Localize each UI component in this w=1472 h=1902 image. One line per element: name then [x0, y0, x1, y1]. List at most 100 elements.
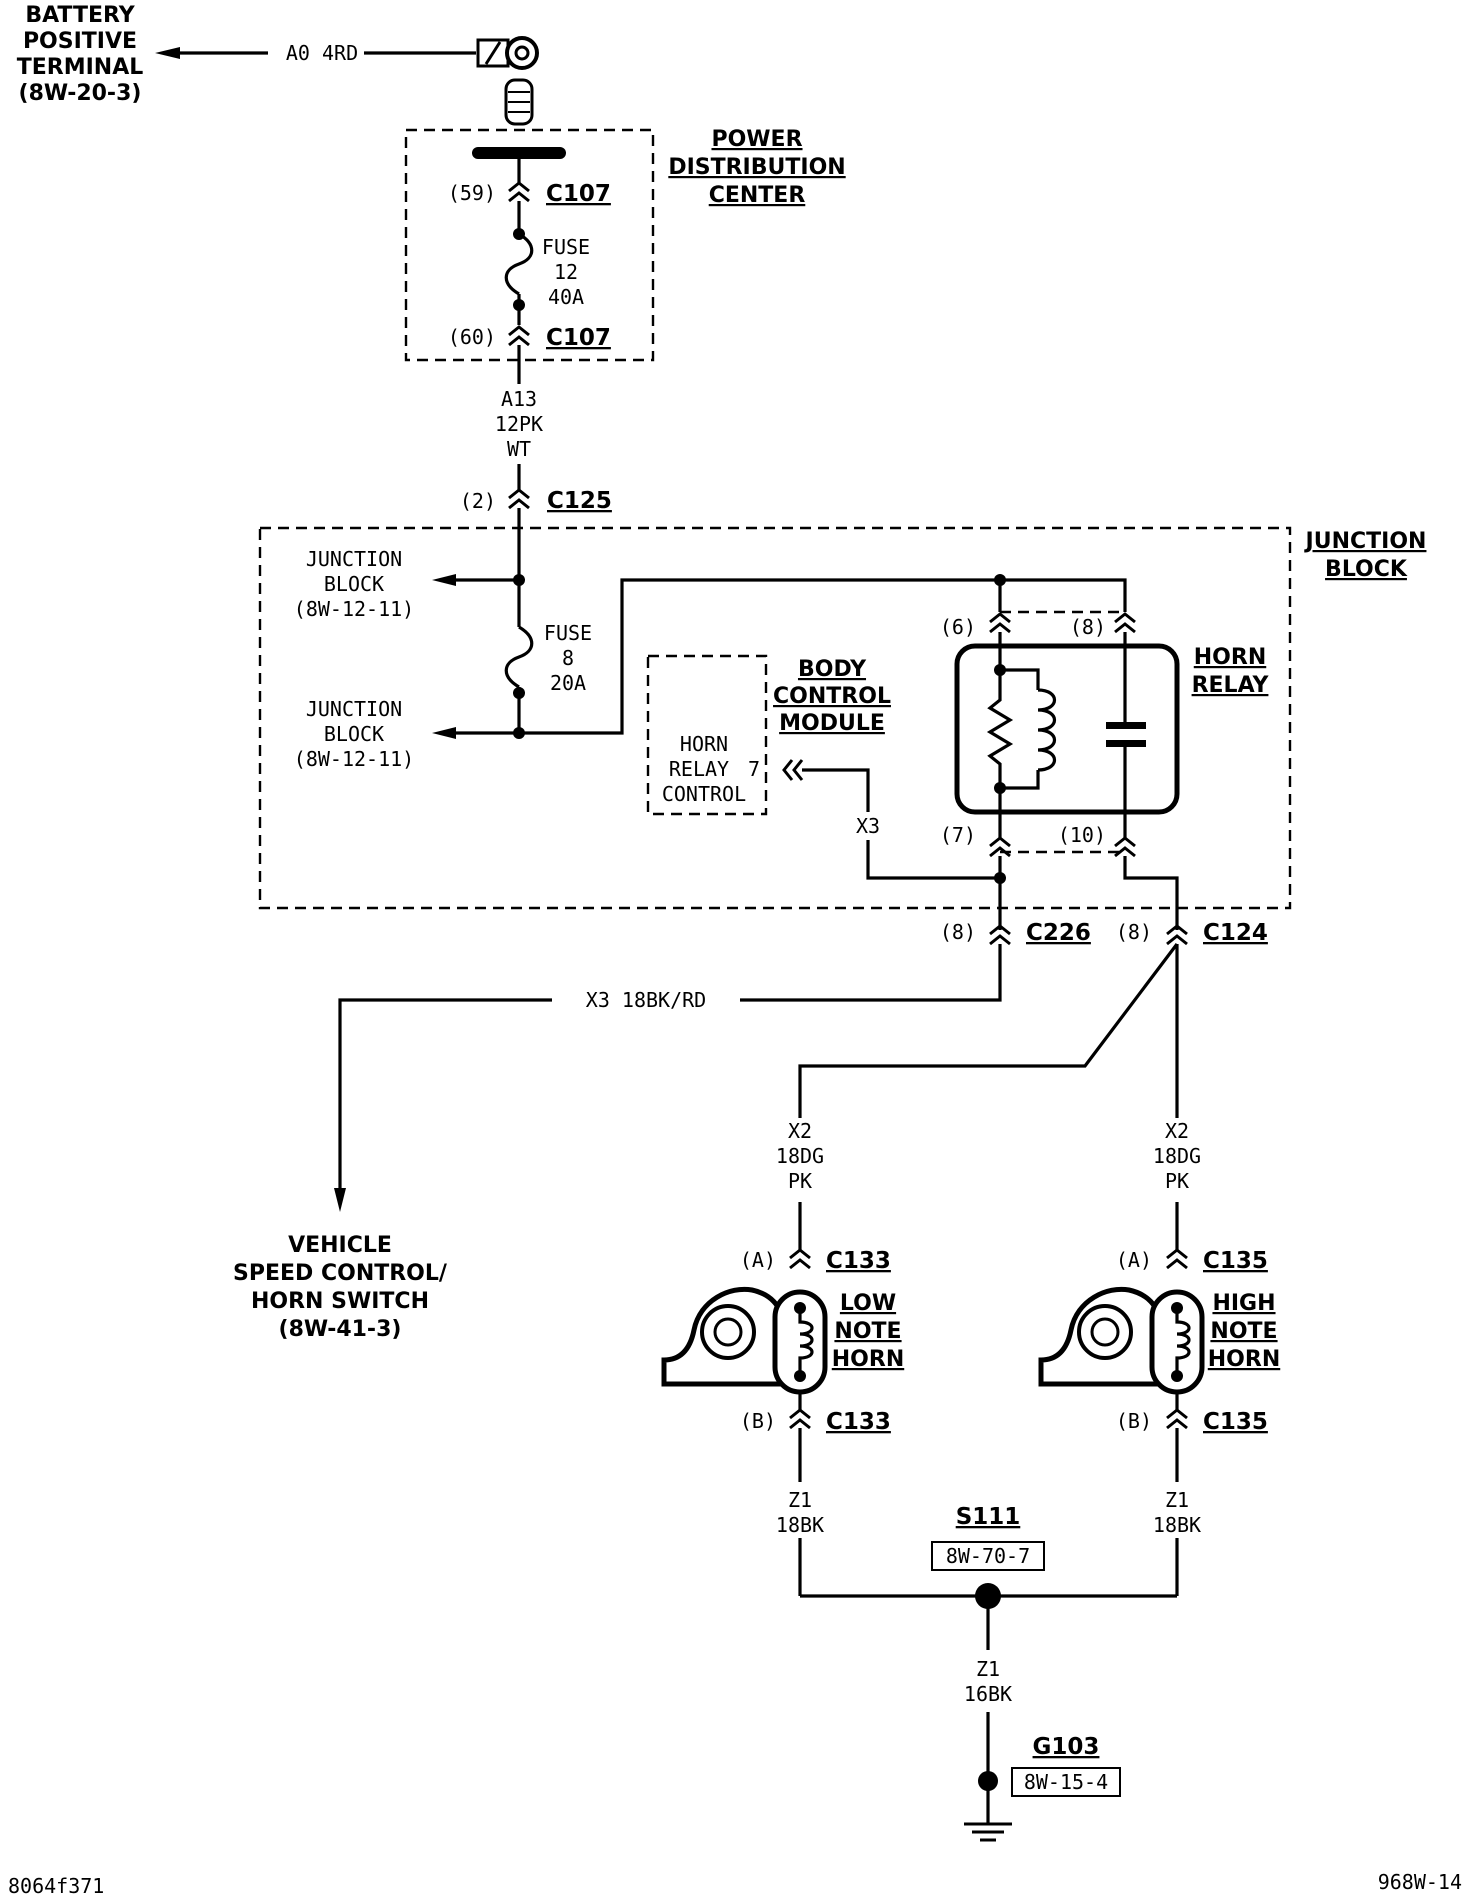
high-horn-pin-a: (A): [1116, 1248, 1152, 1272]
low-horn-title-line3: HORN: [832, 1347, 904, 1372]
jb-ref-bottom-line2: BLOCK: [324, 722, 384, 746]
bcm-title-line1: BODY: [798, 657, 867, 682]
pdc-pin-59: (59): [448, 181, 496, 205]
bcm-box: [646, 654, 768, 816]
jb-ref-top-line2: BLOCK: [324, 572, 384, 596]
pdc-pin-60: (60): [448, 325, 496, 349]
fuse-8-icon: [504, 625, 534, 689]
c124-pin: (8): [1116, 920, 1152, 944]
fuse-8-rating: 20A: [550, 671, 586, 695]
wire-a13-gauge: 12PK: [495, 412, 543, 436]
battery-arrow-icon: [155, 47, 180, 59]
speed-control-horn-switch: VEHICLE SPEED CONTROL/ HORN SWITCH (8W-4…: [233, 1233, 448, 1342]
c124: C124: [1203, 920, 1268, 946]
fuse-12-number: 12: [554, 260, 578, 284]
ground-ref-box: [1011, 1767, 1121, 1797]
high-horn-ground-gauge: 18BK: [1153, 1513, 1201, 1537]
battery-positive-terminal: BATTERY POSITIVE TERMINAL (8W-20-3): [17, 3, 144, 106]
fuse-8-number: 8: [562, 646, 574, 670]
horn-relay-title-line1: HORN: [1194, 645, 1266, 670]
low-horn-ground-circuit: Z1: [788, 1488, 812, 1512]
relay-pin-7: (7): [940, 823, 976, 847]
c107-top: C107: [546, 181, 611, 207]
horn-relay-icon: [954, 643, 1180, 815]
battery-label-line1: BATTERY: [25, 3, 135, 28]
low-horn-pin-b: (B): [740, 1409, 776, 1433]
wire-a13-tracer: WT: [507, 437, 531, 461]
bcm-text-line3: CONTROL: [662, 782, 746, 806]
c226: C226: [1026, 920, 1091, 946]
relay-contact-icon: [1106, 722, 1146, 729]
fuse-12-label: FUSE: [542, 235, 590, 259]
c125: C125: [547, 488, 612, 514]
low-horn-title-line1: LOW: [840, 1291, 896, 1316]
bcm-title-line3: MODULE: [779, 711, 885, 736]
pdc-label-line3: CENTER: [709, 183, 806, 208]
speed-control-line3: HORN SWITCH: [251, 1289, 429, 1314]
low-horn-pin-a: (A): [740, 1248, 776, 1272]
speed-control-arrow-icon: [334, 1188, 346, 1212]
relay-pin-6: (6): [940, 615, 976, 639]
speed-control-line1: VEHICLE: [288, 1233, 392, 1258]
ground-ref: 8W-15-4: [1024, 1770, 1108, 1794]
fuse-12-icon: [504, 232, 534, 296]
c135-bottom: C135: [1203, 1409, 1268, 1435]
high-horn-title-line3: HORN: [1208, 1347, 1280, 1372]
low-horn-wire-circuit: X2: [788, 1119, 812, 1143]
fuse-8-label: FUSE: [544, 621, 592, 645]
wire-x3-internal: X3: [856, 814, 880, 838]
ground-icon: [964, 1822, 1012, 1842]
battery-label-line2: POSITIVE: [23, 29, 137, 54]
c125-pin: (2): [460, 489, 496, 513]
high-horn-wire-circuit: X2: [1165, 1119, 1189, 1143]
low-horn-wire-tracer: PK: [788, 1169, 812, 1193]
wire-a13-circuit: A13: [501, 387, 537, 411]
wire-x3-18bkrd: X3 18BK/RD: [586, 988, 706, 1012]
c226-pin: (8): [940, 920, 976, 944]
low-horn-ground-gauge: 18BK: [776, 1513, 824, 1537]
high-horn-wire-tracer: PK: [1165, 1169, 1189, 1193]
relay-pin-10: (10): [1058, 823, 1106, 847]
pdc-label-line1: POWER: [711, 127, 802, 152]
junction-block-label-line2: BLOCK: [1325, 557, 1408, 582]
low-note-horn-icon: [661, 1286, 828, 1395]
battery-label-line3: TERMINAL: [17, 55, 144, 80]
jb-ref-top-line3: (8W-12-11): [294, 597, 414, 621]
jb-ref-top-line1: JUNCTION: [306, 547, 402, 571]
junction-block-box: [258, 526, 1292, 910]
high-horn-ground-circuit: Z1: [1165, 1488, 1189, 1512]
jb-top-arrow-icon: [432, 574, 456, 586]
low-horn-wire-gauge: 18DG: [776, 1144, 824, 1168]
relay-coil-icon: [1037, 688, 1057, 772]
high-horn-title-line1: HIGH: [1212, 1291, 1275, 1316]
footer-page-ref: 968W-14: [1378, 1870, 1462, 1894]
horn-relay-title-line2: RELAY: [1192, 673, 1270, 698]
splice-ref: 8W-70-7: [946, 1544, 1030, 1568]
footer-figure-id: 8064f371: [8, 1874, 104, 1898]
jb-bottom-arrow-icon: [432, 727, 456, 739]
bcm-text-line2: RELAY: [669, 757, 729, 781]
bcm-pin-7: 7: [748, 757, 760, 781]
pdc-box: [404, 128, 655, 362]
low-horn-title-line2: NOTE: [834, 1319, 901, 1344]
bcm-text-line1: HORN: [680, 732, 728, 756]
ring-terminal-icon: [476, 36, 539, 70]
stud-icon: [504, 78, 534, 126]
bcm-title-line2: CONTROL: [773, 684, 891, 709]
relay-pin-8: (8): [1070, 615, 1106, 639]
c135-top: C135: [1203, 1248, 1268, 1274]
pdc-label: POWER DISTRIBUTION CENTER: [668, 127, 845, 208]
ground-wire-circuit: Z1: [976, 1657, 1000, 1681]
splice-s111-label: S111: [956, 1504, 1021, 1530]
pdc-label-line2: DISTRIBUTION: [668, 155, 845, 180]
jb-ref-bottom-line3: (8W-12-11): [294, 747, 414, 771]
speed-control-ref: (8W-41-3): [279, 1317, 402, 1342]
c133-top: C133: [826, 1248, 891, 1274]
junction-block-label-line1: JUNCTION: [1304, 529, 1427, 554]
c107-bottom: C107: [546, 325, 611, 351]
speed-control-line2: SPEED CONTROL/: [233, 1261, 448, 1286]
ground-g103-label: G103: [1033, 1734, 1100, 1760]
high-horn-pin-b: (B): [1116, 1409, 1152, 1433]
ground-wire-gauge: 16BK: [964, 1682, 1012, 1706]
